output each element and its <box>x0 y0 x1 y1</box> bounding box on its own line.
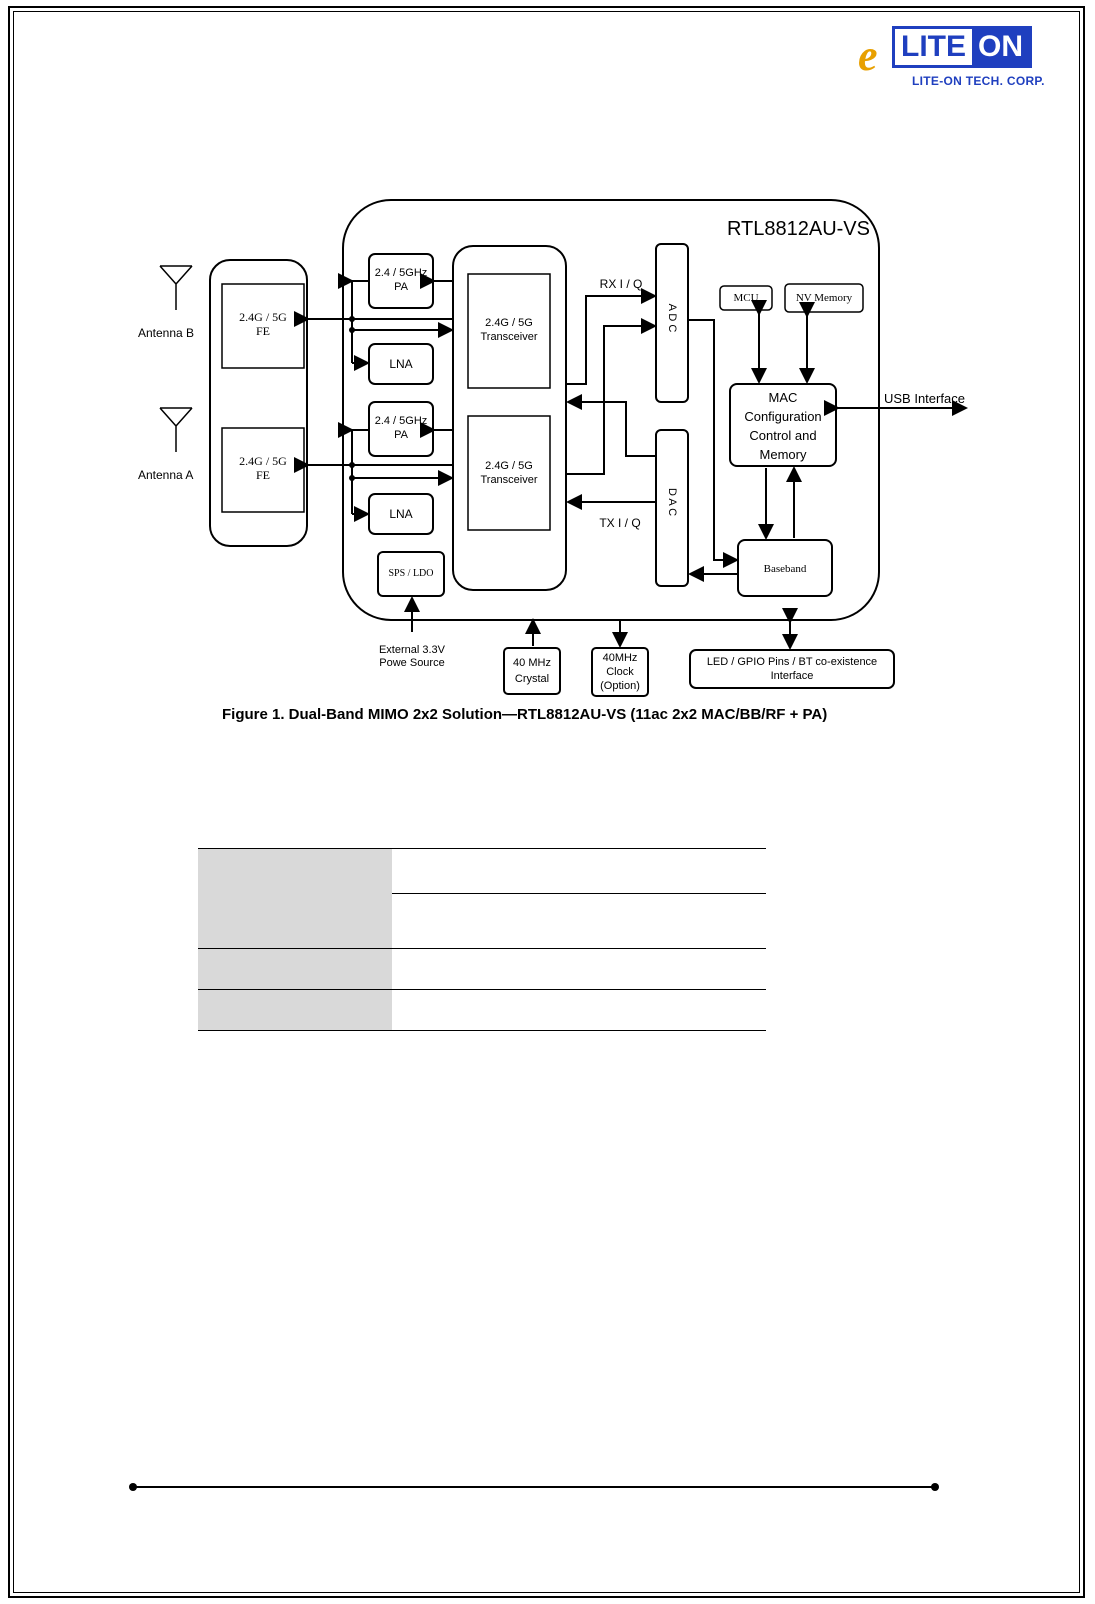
logo-e-mark: e <box>858 31 878 80</box>
fe-a-line2: FE <box>255 468 270 482</box>
adc-label: A D C <box>666 303 678 333</box>
footer-rule <box>132 1486 936 1488</box>
antenna-a-label: Antenna A <box>138 468 194 482</box>
table-value-cell <box>392 894 766 949</box>
external-power-label: External 3.3V Powe Source <box>364 644 460 670</box>
usb-interface-label: USB Interface <box>884 391 965 406</box>
chip-name: RTL8812AU-VS <box>726 218 870 240</box>
mcu-box <box>719 285 773 311</box>
logo-tagline: LITE-ON TECH. CORP. <box>912 74 1045 88</box>
led-gpio-label: LED / GPIO Pins / BT co-existence Interf… <box>690 655 894 683</box>
external-power-line1: External 3.3V <box>378 644 446 656</box>
nv-memory-box <box>784 283 864 313</box>
lna-top-label: LNA <box>389 357 413 371</box>
table-row <box>198 948 766 990</box>
page-border <box>8 6 1085 1598</box>
mac-line2: Configuration <box>744 409 822 424</box>
rx-iq-label: RX I / Q <box>599 277 643 291</box>
table-label-cell <box>198 989 392 1031</box>
transceiver-module <box>452 245 567 591</box>
fe-a-line1: 2.4G / 5G <box>239 454 287 468</box>
baseband-box <box>737 539 833 597</box>
mac-line3: Control and <box>749 428 817 443</box>
pa-bottom-line2: PA <box>394 429 408 441</box>
fe-b-line1: 2.4G / 5G <box>239 310 287 324</box>
antenna-b-icon <box>159 265 193 310</box>
led-gpio-line1: LED / GPIO Pins / BT co-existence <box>706 656 878 668</box>
clock-line3: (Option) <box>600 680 640 692</box>
crystal-line2: Crystal <box>514 673 550 685</box>
block-diagram: RTL8812AU-VS Antenna B Antenna A 2.4G / … <box>130 198 1000 718</box>
mac-line1: MAC <box>768 390 798 405</box>
mac-label: MAC Configuration Control and Memory <box>730 388 836 464</box>
table-row <box>198 848 766 949</box>
spec-table <box>198 848 766 1031</box>
fe-b-line2: FE <box>255 324 270 338</box>
clock-line2: Clock <box>606 666 634 678</box>
liteon-logo: e LITE ON LITE-ON TECH. CORP. <box>858 22 1068 92</box>
table-row <box>198 989 766 1031</box>
logo-wordmark: LITE ON <box>892 26 1032 68</box>
crystal-label: 40 MHz Crystal <box>504 655 560 687</box>
mac-line4: Memory <box>759 447 807 462</box>
pa-top-line2: PA <box>394 281 408 293</box>
footer-rule-dot-right <box>931 1483 939 1491</box>
dac-label: D A C <box>666 487 678 517</box>
transceiver-bottom-line2: Transceiver <box>480 474 538 486</box>
antenna-b-label: Antenna B <box>138 326 195 340</box>
mac-box <box>729 383 837 467</box>
tx-iq-label: TX I / Q <box>599 516 641 530</box>
clock-label: 40MHz Clock (Option) <box>592 651 648 693</box>
table-value-cell <box>392 989 766 1031</box>
nv-memory-label: NV Memory <box>795 292 853 304</box>
transceiver-bottom-label: 2.4G / 5G Transceiver <box>468 459 550 487</box>
clock-line1: 40MHz <box>602 652 638 664</box>
fe-b-label: 2.4G / 5G FE <box>224 310 302 338</box>
table-value-cell <box>392 948 766 990</box>
table-label-cell <box>198 848 392 949</box>
fe-module <box>209 259 308 547</box>
logo-word-lite: LITE <box>895 29 972 65</box>
transceiver-bottom-line1: 2.4G / 5G <box>485 460 533 472</box>
mcu-label: MCU <box>733 292 759 304</box>
sps-ldo-label: SPS / LDO <box>388 568 434 579</box>
crystal-box <box>503 647 561 695</box>
antenna-a-icon <box>159 407 193 452</box>
footer-rule-dot-left <box>129 1483 137 1491</box>
transceiver-bottom-box <box>467 415 551 531</box>
led-gpio-box <box>689 649 895 689</box>
fe-a-label: 2.4G / 5G FE <box>224 454 302 482</box>
baseband-label: Baseband <box>763 563 807 575</box>
table-label-cell <box>198 948 392 990</box>
dac-box <box>655 429 689 587</box>
transceiver-top-box <box>467 273 551 389</box>
pa-bottom-label: 2.4 / 5GHz PA <box>369 414 433 442</box>
pa-bottom-line1: 2.4 / 5GHz <box>374 415 428 427</box>
pa-top-label: 2.4 / 5GHz PA <box>369 266 433 294</box>
lna-bottom-label: LNA <box>389 507 413 521</box>
pa-top-line1: 2.4 / 5GHz <box>374 267 428 279</box>
transceiver-top-line1: 2.4G / 5G <box>485 317 533 329</box>
page-border-inner <box>13 11 1080 1593</box>
figure-caption: Figure 1. Dual-Band MIMO 2x2 Solution—RT… <box>222 706 828 723</box>
transceiver-top-line2: Transceiver <box>480 331 538 343</box>
table-value-cell <box>392 848 766 894</box>
led-gpio-line2: Interface <box>770 670 814 682</box>
external-power-line2: Powe Source <box>379 657 445 669</box>
diagram-graphics <box>159 199 968 697</box>
transceiver-top-label: 2.4G / 5G Transceiver <box>468 316 550 344</box>
crystal-line1: 40 MHz <box>513 657 551 669</box>
clock-box <box>591 647 649 697</box>
logo-word-on: ON <box>972 29 1029 65</box>
